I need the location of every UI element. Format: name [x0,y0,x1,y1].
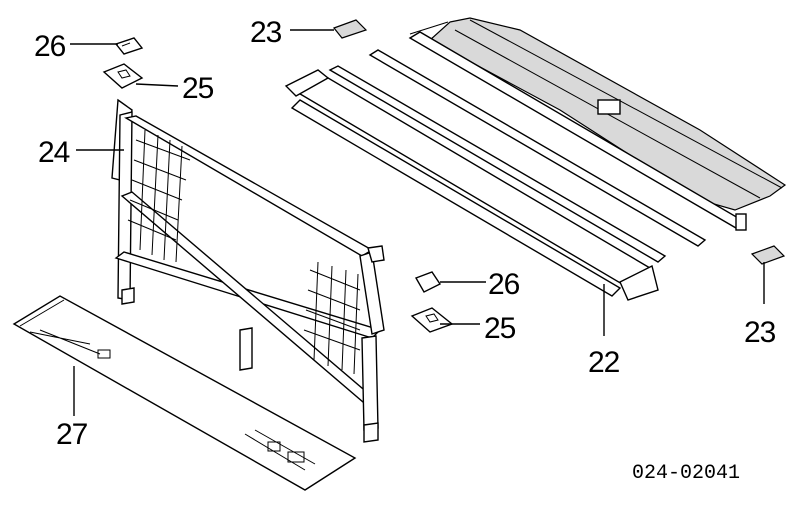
callout-27: 27 [56,418,88,451]
floor-trim-panel [12,295,357,491]
callout-24: 24 [38,136,70,169]
callout-26-top: 26 [34,30,66,63]
callout-25-mid: 25 [484,312,516,345]
cargo-cover-assembly [284,17,787,301]
callout-25-top: 25 [182,72,214,105]
clip-26-top [114,37,144,55]
nut-25-mid [410,307,454,333]
pad-23-top [333,19,368,39]
callout-22: 22 [588,346,620,379]
nut-25-top [102,63,144,89]
callout-23-right: 23 [744,316,776,349]
diagram-code: 024-02041 [632,462,740,485]
leader-lines [70,29,765,416]
cargo-net-frame [111,98,385,443]
pad-23-right [750,245,786,265]
clip-26-mid [414,271,442,293]
callout-23-top: 23 [250,16,282,49]
callout-26-mid: 26 [488,268,520,301]
